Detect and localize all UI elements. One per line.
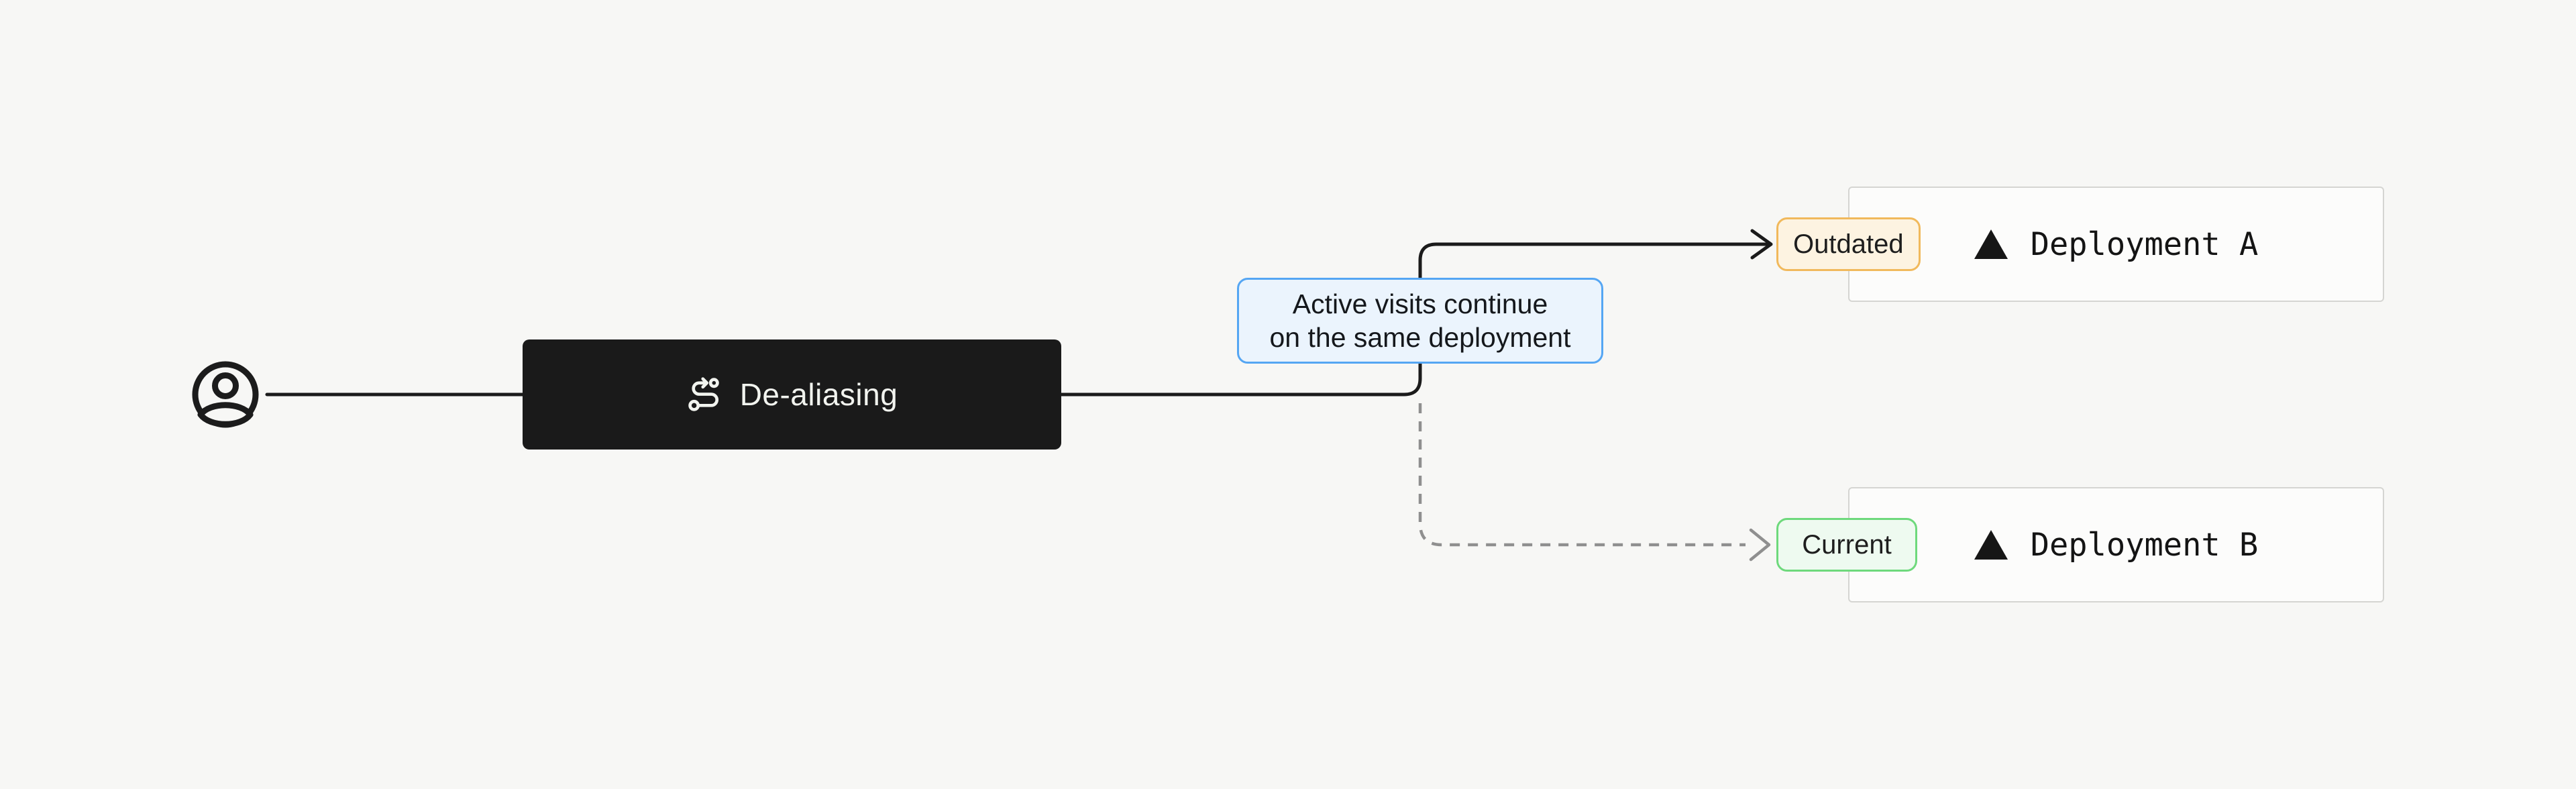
user-node [189, 358, 262, 431]
annotation-active-visits: Active visits continue on the same deplo… [1237, 278, 1603, 364]
annotation-line-2: on the same deployment [1269, 322, 1571, 353]
deployment-b-node: Deployment B [1848, 487, 2384, 602]
deployment-b-label: Deployment B [2030, 526, 2259, 564]
arrowhead-top [1750, 229, 1773, 260]
route-icon [688, 377, 719, 411]
vercel-triangle-icon [1974, 530, 2008, 560]
process-node-label: De-aliasing [739, 377, 898, 412]
arrowhead-bottom [1749, 528, 1771, 562]
annotation-line-1: Active visits continue [1292, 288, 1548, 319]
vercel-triangle-icon [1974, 229, 2008, 259]
user-circle-icon [192, 361, 259, 428]
deployment-a-label: Deployment A [2030, 225, 2259, 263]
connector-process-to-bottom [1418, 403, 1746, 547]
status-badge-outdated: Outdated [1776, 217, 1921, 271]
deployment-a-node: Deployment A [1848, 187, 2384, 302]
status-badge-current: Current [1776, 518, 1917, 572]
process-node-de-aliasing: De-aliasing [523, 339, 1061, 450]
